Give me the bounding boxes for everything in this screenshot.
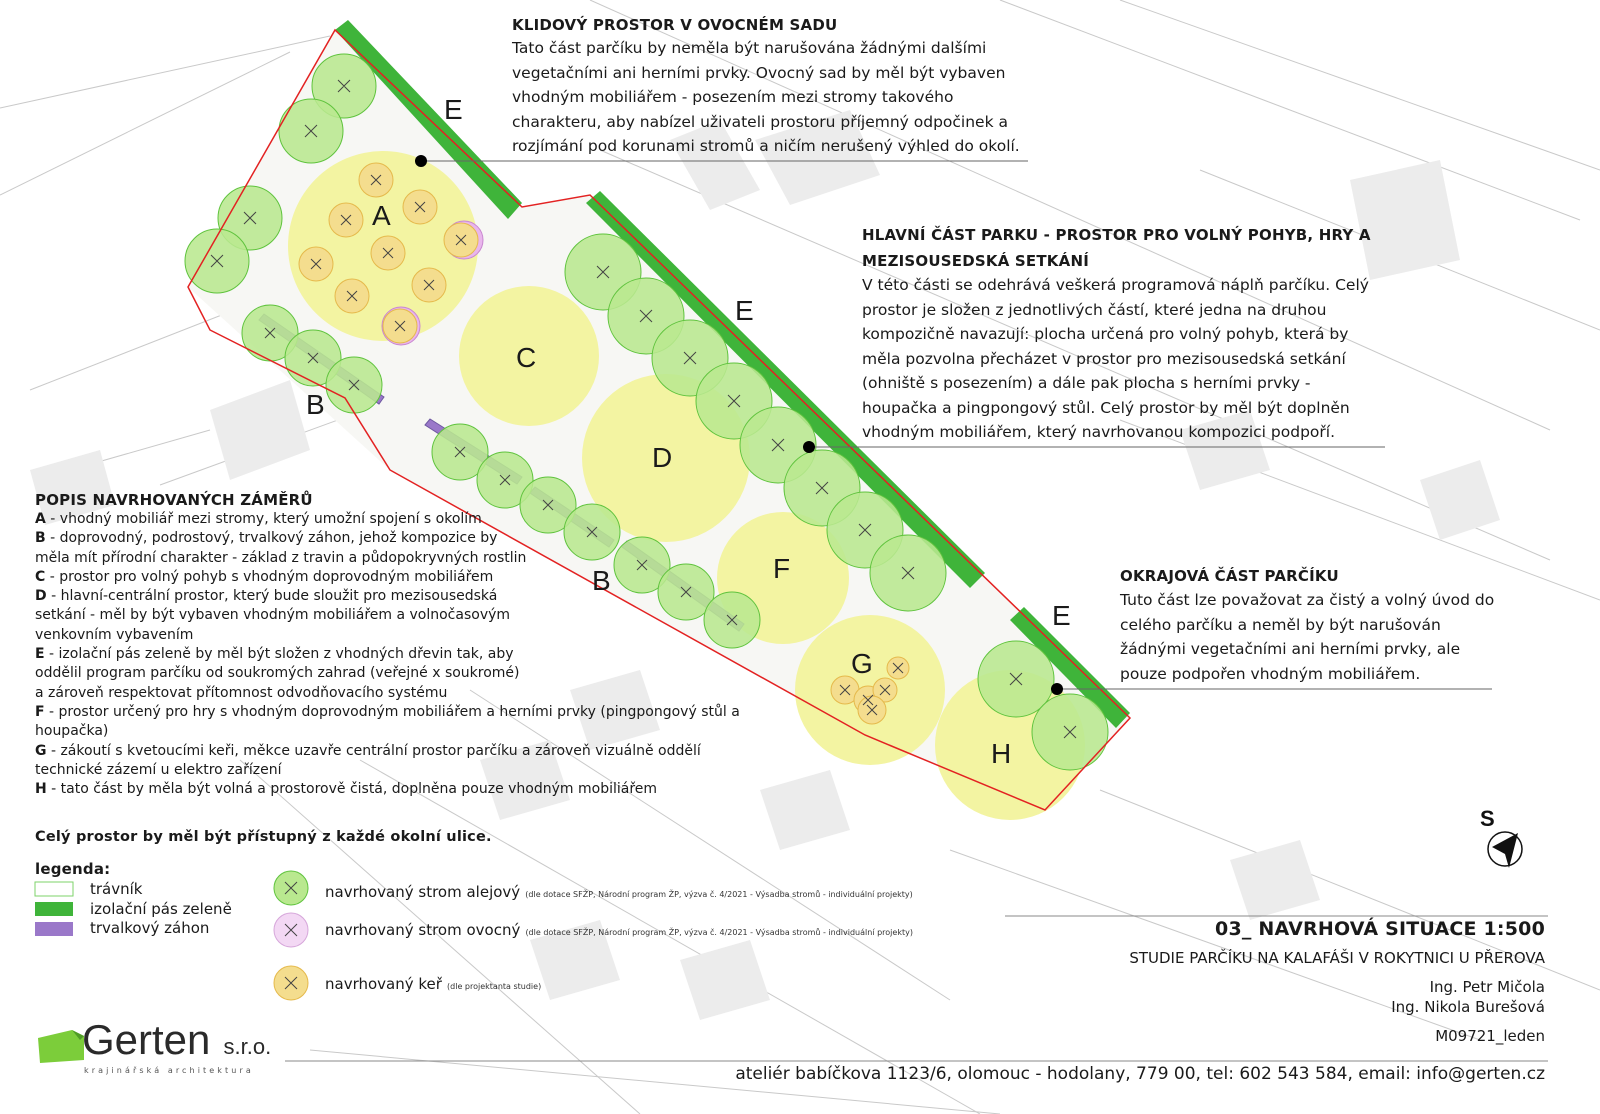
legend-alley-tree: navrhovaný strom alejový (dle dotace SFŽ… (325, 882, 913, 901)
legend-fruit-tree-label: navrhovaný strom ovocný (325, 921, 521, 939)
legend-alley-tree-label: navrhovaný strom alejový (325, 883, 521, 901)
description-item: E - izolační pás zeleně by měl být slože… (35, 646, 514, 663)
legend-shrub-note: (dle projektanta studie) (447, 982, 542, 991)
company-name: Gerten (82, 1016, 211, 1063)
leader-lines (421, 160, 1492, 690)
main-line: V této části se odehrává veškerá program… (862, 276, 1369, 294)
description-item: venkovním vybavením (35, 626, 194, 643)
zone-label-d: D (652, 442, 672, 473)
legend-swatch-lawn (34, 881, 74, 897)
zone-label-b1: B (306, 389, 325, 420)
company-suffix: s.r.o. (223, 1034, 272, 1059)
legend-label-isolation: izolační pás zeleně (90, 900, 232, 918)
zone-label-a: A (372, 200, 391, 231)
legend-fruit-tree-note: (dle dotace SFŽP, Národní program ŽP, vý… (525, 928, 913, 937)
quiet-line: vhodným mobiliářem - posezením mezi stro… (512, 88, 954, 106)
description-item: houpačka) (35, 723, 109, 740)
edge-line: Tuto část lze považovat za čistý a volný… (1120, 591, 1495, 609)
description-title: POPIS NAVRHOVANÝCH ZÁMĚRŮ (35, 491, 313, 509)
description-item: A - vhodný mobiliář mezi stromy, který u… (35, 511, 482, 527)
drawing-code: M09721_leden (1435, 1027, 1545, 1045)
description-item: oddělil program parčíku od soukromých za… (35, 665, 520, 682)
site-boundary (187, 28, 1132, 811)
description-item: technické zázemí u elektro zařízení (35, 761, 282, 778)
legend-swatch-perennial (35, 922, 73, 936)
legend-alley-tree-note: (dle dotace SFŽP, Národní program ŽP, vý… (525, 890, 913, 899)
leader-dots (415, 155, 1063, 695)
legend-fruit-tree: navrhovaný strom ovocný (dle dotace SFŽP… (325, 920, 913, 939)
legend-title: legenda: (35, 860, 111, 878)
zone-label-g: G (851, 648, 873, 679)
quiet-line: vegetačními ani herními prvky. Ovocný sa… (512, 63, 1006, 82)
description-item: H - tato část by měla být volná a prosto… (35, 781, 658, 798)
quiet-line: charakteru, aby nabízel uživateli prosto… (512, 112, 1008, 131)
description-item: setkání - měl by být vybaven vhodným mob… (35, 607, 511, 624)
main-line: měla pozvolna přecházet v prostor pro me… (862, 349, 1346, 368)
main-line: prostor je složen z jednotlivých částí, … (862, 300, 1327, 319)
main-section-title-2: MEZISOUSEDSKÁ SETKÁNÍ (862, 252, 1089, 270)
company-logo: Gerten s.r.o. (82, 1016, 271, 1064)
quiet-section-text: Tato část parčíku by neměla být narušová… (512, 36, 1020, 159)
access-note: Celý prostor by měl být přístupný z každ… (35, 829, 492, 845)
main-section-title-1: HLAVNÍ ČÁST PARKU - PROSTOR PRO VOLNÝ PO… (862, 226, 1371, 244)
main-line: (ohniště s posezením) a dále pak plocha … (862, 374, 1311, 392)
author-1: Ing. Petr Mičola (1429, 978, 1545, 996)
description-item: D - hlavní-centrální prostor, který bude… (35, 588, 498, 605)
description-list: A - vhodný mobiliář mezi stromy, který u… (35, 510, 740, 799)
description-item: a zároveň respektovat přítomnost odvodňo… (35, 684, 448, 701)
main-section-text: V této části se odehrává veškerá program… (862, 273, 1369, 445)
company-tagline: krajinářská architektura (84, 1066, 254, 1075)
zone-label-c: C (516, 342, 536, 373)
logo-mark-icon (38, 1030, 84, 1063)
description-item: B - doprovodný, podrostový, trvalkový zá… (35, 530, 498, 547)
zone-label-b2: B (592, 565, 611, 596)
edge-section-title: OKRAJOVÁ ČÁST PARČÍKU (1120, 567, 1339, 585)
edge-line: celého parčíku a neměl by být narušován (1120, 615, 1441, 634)
legend-shrub: navrhovaný keř (dle projektanta studie) (325, 974, 541, 993)
quiet-section-title: KLIDOVÝ PROSTOR V OVOCNÉM SADU (512, 16, 838, 34)
north-label: S (1480, 806, 1495, 831)
compass-arrow-icon (1492, 833, 1518, 868)
drawing-title: 03_ NAVRHOVÁ SITUACE 1:500 (1215, 918, 1545, 940)
author-2: Ing. Nikola Burešová (1391, 998, 1545, 1016)
project-name: STUDIE PARČÍKU NA KALAFÁŠI V ROKYTNICI U… (1129, 949, 1545, 967)
legend-swatch-isolation (35, 902, 73, 916)
quiet-line: rozjímání pod korunami stromů a ničím ne… (512, 137, 1020, 155)
main-line: kompozičně navazují: plocha určená pro v… (862, 325, 1349, 343)
main-line: houpačka a pingpongový stůl. Celý prosto… (862, 398, 1350, 417)
zone-label-f: F (773, 553, 790, 584)
description-item: G - zákoutí s kvetoucími keři, měkce uza… (35, 742, 701, 759)
description-item: F - prostor určený pro hry s vhodným dop… (35, 703, 740, 720)
zone-label-e3: E (1052, 600, 1071, 631)
edge-section-text: Tuto část lze považovat za čistý a volný… (1120, 588, 1494, 686)
description-item: měla mít přírodní charakter - základ z t… (35, 549, 527, 566)
edge-line: pouze podpořen vhodným mobiliářem. (1120, 664, 1421, 683)
tree-cross-marks (210, 79, 1077, 739)
quiet-line: Tato část parčíku by neměla být narušová… (512, 39, 987, 57)
edge-line: žádnými vegetačními ani herními prvky, a… (1120, 640, 1461, 658)
zone-c-area (459, 286, 599, 426)
zone-label-e2: E (735, 295, 754, 326)
isolation-strip-e2 (586, 191, 985, 588)
zone-label-e1: E (444, 94, 463, 125)
north-arrow: S (1480, 806, 1523, 868)
description-item: C - prostor pro volný pohyb s vhodným do… (35, 568, 494, 585)
legend-swatches (34, 870, 309, 1001)
legend-label-perennial: trvalkový záhon (90, 919, 210, 937)
surrounding-buildings (30, 110, 1500, 1020)
legend-shrub-label: navrhovaný keř (325, 975, 442, 993)
legend-label-lawn: trávník (90, 880, 143, 898)
isolation-strip-e3 (1010, 607, 1130, 728)
studio-address: ateliér babíčkova 1123/6, olomouc - hodo… (735, 1064, 1545, 1084)
main-line: vhodným mobiliářem, který navrhovanou ko… (862, 423, 1336, 441)
zone-label-h: H (991, 738, 1011, 769)
